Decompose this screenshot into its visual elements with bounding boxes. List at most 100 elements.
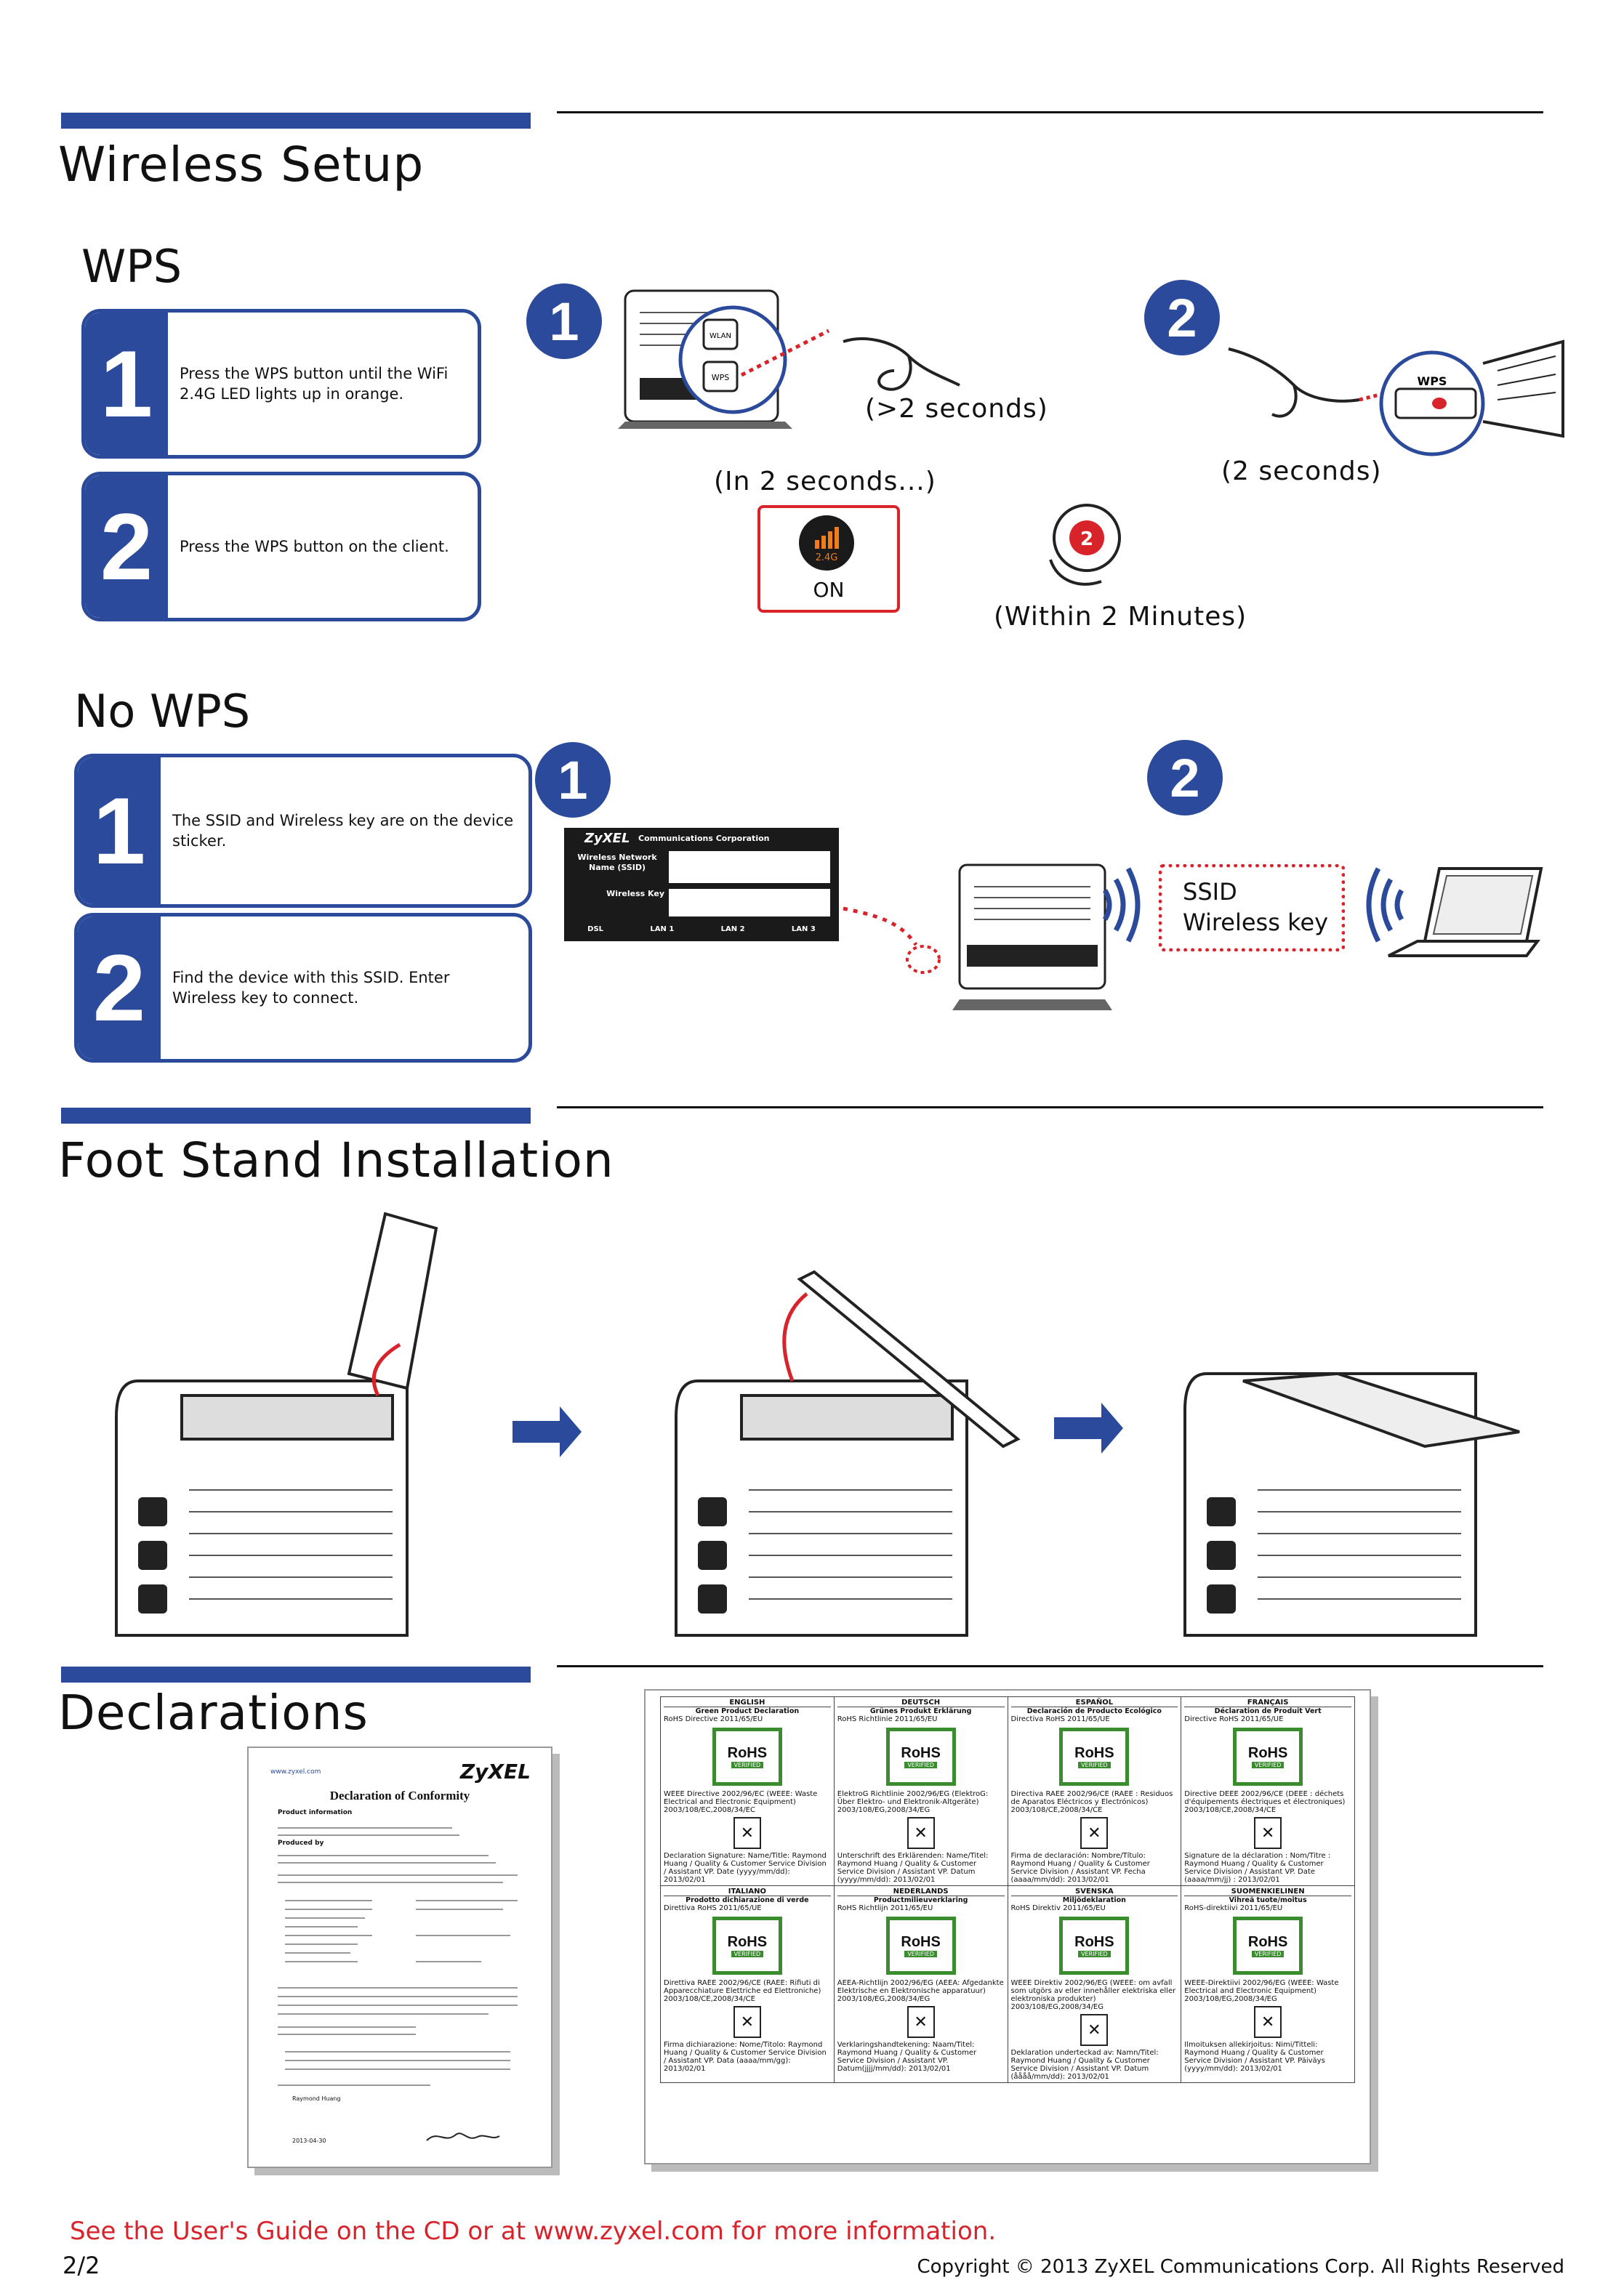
weee-bin-icon: ✕ <box>733 1817 761 1849</box>
step-text: Press the WPS button until the WiFi 2.4G… <box>180 365 449 403</box>
section-rule <box>557 1106 1543 1108</box>
decl-weee-text: Direttiva RAEE 2002/96/CE (RAEE: Rifiuti… <box>664 1979 821 2003</box>
section-bar <box>61 113 531 129</box>
weee-bin-icon: ✕ <box>1080 1817 1109 1849</box>
led-label: 2.4G <box>816 552 838 563</box>
green-product-declaration-doc: ENGLISH Green Product Declaration RoHS D… <box>644 1689 1371 2164</box>
decl-rohs-text: RoHS Richtlinie 2011/65/EU <box>837 1715 938 1723</box>
weee-bin-icon: ✕ <box>907 2006 935 2038</box>
section-bar <box>61 1108 531 1124</box>
wifi-waves-left-icon <box>1102 867 1141 943</box>
sticker-ssid-label: Wireless Network Name (SSID) <box>577 853 657 872</box>
weee-bin-icon: ✕ <box>733 2006 761 2038</box>
decl-weee-text: WEEE Directive 2002/96/EC (WEEE: Waste E… <box>664 1790 818 1814</box>
decl-signature-text: Firma dichiarazione: Nome/Titolo: Raymon… <box>664 2041 827 2073</box>
step-text: Press the WPS button on the client. <box>180 538 449 555</box>
decl-lang: FRANÇAIS <box>1184 1699 1351 1707</box>
svg-text:2: 2 <box>1080 528 1093 550</box>
decl-sub: Green Product Declaration <box>695 1707 800 1715</box>
wps-button-label: WPS <box>712 373 730 382</box>
doc-date: 2013-04-30 <box>292 2138 326 2144</box>
decl-signature-text: Declaration Signature: Name/Title: Raymo… <box>664 1852 827 1884</box>
section-rule <box>557 1665 1543 1667</box>
decl-rohs-text: Directiva RoHS 2011/65/UE <box>1010 1715 1110 1723</box>
section-bar <box>61 1667 531 1683</box>
decl-lang: NEDERLANDS <box>837 1888 1005 1896</box>
device-sticker: ZyXEL Communications Corporation Wireles… <box>564 828 839 941</box>
page-number: 2/2 <box>63 2252 100 2279</box>
client-wps-illustration: WPS <box>1228 339 1564 456</box>
step-number: 1 <box>85 313 168 455</box>
decl-weee-text: AEEA-Richtlijn 2002/96/EG (AEEA: Afgedan… <box>837 1979 1004 2003</box>
doc-signature <box>426 2132 500 2141</box>
step-text: The SSID and Wireless key are on the dev… <box>172 812 514 850</box>
decl-cell-italiano: ITALIANO Prodotto dichiarazione di verde… <box>660 1885 835 2083</box>
section-title-foot-stand: Foot Stand Installation <box>58 1132 614 1188</box>
weee-bin-icon: ✕ <box>1254 2006 1282 2038</box>
decl-rohs-text: Directive RoHS 2011/65/UE <box>1184 1715 1284 1723</box>
ssid-key-box: SSID Wireless key <box>1159 864 1345 951</box>
sticker-corp: Communications Corporation <box>638 834 770 843</box>
decl-cell-espanol: ESPAÑOL Declaración de Producto Ecológic… <box>1007 1696 1182 1886</box>
caption-2-seconds: (2 seconds) <box>1221 456 1382 486</box>
led-indicator-box: 2.4G ON <box>757 505 900 613</box>
stopwatch-hand-icon: 2 <box>1049 504 1121 586</box>
caption-more-than-2s: (>2 seconds) <box>865 394 1048 424</box>
declaration-of-conformity-doc: www.zyxel.com ZyXEL Declaration of Confo… <box>247 1747 552 2168</box>
ssid-label: SSID <box>1183 878 1237 906</box>
diagram-badge-1: 1 <box>535 742 611 818</box>
step-number: 2 <box>78 917 161 1059</box>
declaration-table: ENGLISH Green Product Declaration RoHS D… <box>660 1696 1355 2083</box>
caption-within-2-minutes: (Within 2 Minutes) <box>994 602 1247 632</box>
decl-cell-suomenkielinen: SUOMENKIELINEN Vihreä tuote/moitus RoHS-… <box>1181 1885 1355 2083</box>
decl-sub: Miljödeklaration <box>1062 1896 1126 1904</box>
copyright: Copyright © 2013 ZyXEL Communications Co… <box>917 2256 1565 2278</box>
subsection-title-wps: WPS <box>81 240 182 293</box>
doc-signer-name: Raymond Huang <box>292 2095 341 2102</box>
decl-weee-text: Directiva RAEE 2002/96/CE (RAEE : Residu… <box>1010 1790 1173 1814</box>
decl-lang: ITALIANO <box>664 1888 831 1896</box>
decl-cell-francais: FRANÇAIS Déclaration de Produit Vert Dir… <box>1181 1696 1355 1886</box>
decl-rohs-text: RoHS Directive 2011/65/EU <box>664 1715 763 1723</box>
decl-rohs-text: RoHS-direktiivi 2011/65/EU <box>1184 1904 1283 1912</box>
wlan-button-label: WLAN <box>710 332 731 340</box>
decl-cell-nederlands: NEDERLANDS Productmilieuverklaring RoHS … <box>833 1885 1008 2083</box>
port-label: DSL <box>587 925 604 933</box>
decl-sub: Grünes Produkt Erklärung <box>869 1707 972 1715</box>
client-wps-label: WPS <box>1418 374 1447 388</box>
more-info-note: See the User's Guide on the CD or at www… <box>70 2217 997 2246</box>
decl-lang: ESPAÑOL <box>1010 1699 1178 1707</box>
diagram-badge-2: 2 <box>1144 280 1220 355</box>
decl-signature-text: Signature de la déclaration : Nom/Titre … <box>1184 1852 1331 1884</box>
weee-bin-icon: ✕ <box>907 1817 935 1849</box>
decl-sub: Vihreä tuote/moitus <box>1229 1896 1307 1904</box>
doc-body-lines <box>278 1827 518 2086</box>
section-title-declarations: Declarations <box>58 1685 369 1741</box>
weee-bin-icon: ✕ <box>1254 1817 1282 1849</box>
decl-sub: Prodotto dichiarazione di verde <box>686 1896 809 1904</box>
decl-weee-text: WEEE-Direktiivi 2002/96/EG (WEEE: Waste … <box>1184 1979 1339 2003</box>
port-label: LAN 2 <box>720 925 745 933</box>
decl-signature-text: Firma de declaración: Nombre/Título: Ray… <box>1010 1852 1150 1884</box>
decl-cell-deutsch: DEUTSCH Grünes Produkt Erklärung RoHS Ri… <box>833 1696 1008 1886</box>
decl-signature-text: Verklaringshandtekening: Naam/Titel: Ray… <box>837 2041 977 2073</box>
decl-sub: Déclaration de Produit Vert <box>1214 1707 1322 1715</box>
diagram-badge-2: 2 <box>1147 740 1223 815</box>
led-icon: 2.4G <box>799 515 854 571</box>
decl-weee-text: Directive DEEE 2002/96/CE (DEEE : déchet… <box>1184 1790 1346 1814</box>
decl-sub: Declaración de Producto Ecológico <box>1026 1707 1162 1715</box>
doc-produced-by: Produced by <box>278 1840 324 1847</box>
section-rule <box>557 111 1543 113</box>
decl-cell-english: ENGLISH Green Product Declaration RoHS D… <box>660 1696 835 1886</box>
wps-step-1: 1 Press the WPS button until the WiFi 2.… <box>81 309 481 459</box>
decl-lang: DEUTSCH <box>837 1699 1005 1707</box>
decl-sub: Productmilieuverklaring <box>873 1896 968 1904</box>
foot-stand-steps-illustration <box>115 1212 1520 1637</box>
port-label: LAN 3 <box>791 925 816 933</box>
decl-signature-text: Deklaration underteckad av: Namn/Titel: … <box>1010 2049 1159 2081</box>
step-number: 1 <box>78 757 161 904</box>
